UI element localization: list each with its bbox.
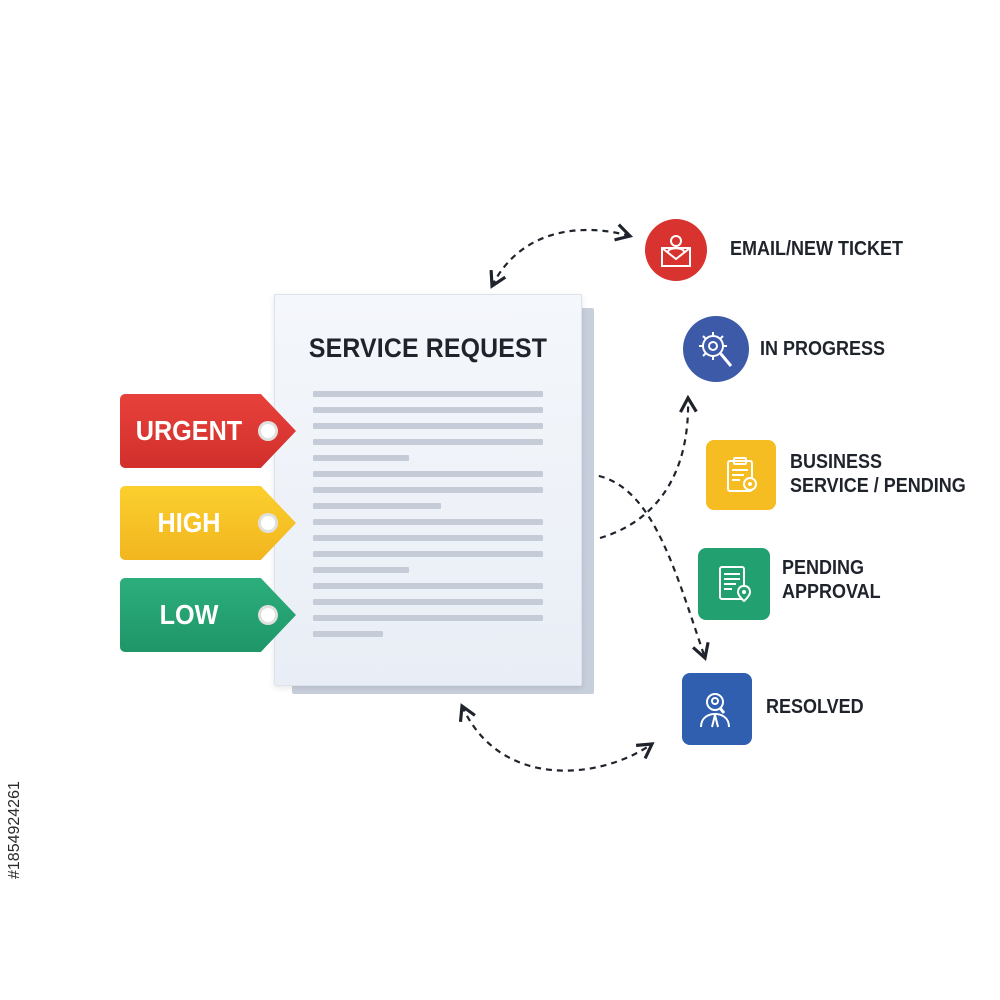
priority-tag-label: HIGH <box>157 507 221 538</box>
priority-tag-low: LOW <box>120 578 296 652</box>
tag-hole <box>258 513 278 533</box>
document-text-line <box>313 631 383 637</box>
status-label-in-progress: IN PROGRESS <box>760 338 886 360</box>
tag-hole <box>258 421 278 441</box>
stock-image-id: #1854924261 <box>6 781 23 879</box>
document-text-line <box>313 439 543 445</box>
priority-tag-label: LOW <box>159 599 219 630</box>
status-label-line: APPROVAL <box>782 581 881 603</box>
priority-tag-label: URGENT <box>135 415 243 446</box>
document-text-line <box>313 407 543 413</box>
document-text-line <box>313 535 543 541</box>
tag-hole <box>258 605 278 625</box>
envelope-person-icon <box>645 219 707 281</box>
document-text-line <box>313 615 543 621</box>
status-label-business-service-pending: BUSINESS SERVICE / PENDING <box>790 450 966 498</box>
document-text-line <box>313 519 543 525</box>
clipboard-icon <box>706 440 776 510</box>
document-text-line <box>313 423 543 429</box>
priority-tag-urgent: URGENT <box>120 394 296 468</box>
document-text-line <box>313 567 409 573</box>
document-text-line <box>313 599 543 605</box>
person-search-icon <box>682 673 752 745</box>
status-label-email-new-ticket: EMAIL/NEW TICKET <box>730 238 903 260</box>
document-text-line <box>313 471 543 477</box>
status-label-line: PENDING <box>782 557 865 579</box>
in-progress-connector-arrow <box>599 394 698 540</box>
priority-tag-high: HIGH <box>120 486 296 560</box>
document-text-line <box>313 551 543 557</box>
document-pin-icon <box>698 548 770 620</box>
status-label-pending-approval: PENDING APPROVAL <box>782 556 881 604</box>
document-title: SERVICE REQUEST <box>308 333 548 363</box>
document-text-line <box>313 503 441 509</box>
service-request-document: SERVICE REQUEST <box>274 294 582 686</box>
document-text-line <box>313 487 543 493</box>
status-label-line: SERVICE / PENDING <box>790 475 966 497</box>
document-text-line <box>313 391 543 397</box>
document-text-line <box>313 583 543 589</box>
email-connector-arrow <box>489 223 634 289</box>
document-text-line <box>313 455 409 461</box>
resolved-connector-arrow <box>587 472 710 662</box>
return-connector-arrow <box>458 703 655 772</box>
status-label-line: BUSINESS <box>790 451 883 473</box>
gear-magnifier-icon <box>683 316 749 382</box>
status-label-resolved: RESOLVED <box>766 696 864 718</box>
